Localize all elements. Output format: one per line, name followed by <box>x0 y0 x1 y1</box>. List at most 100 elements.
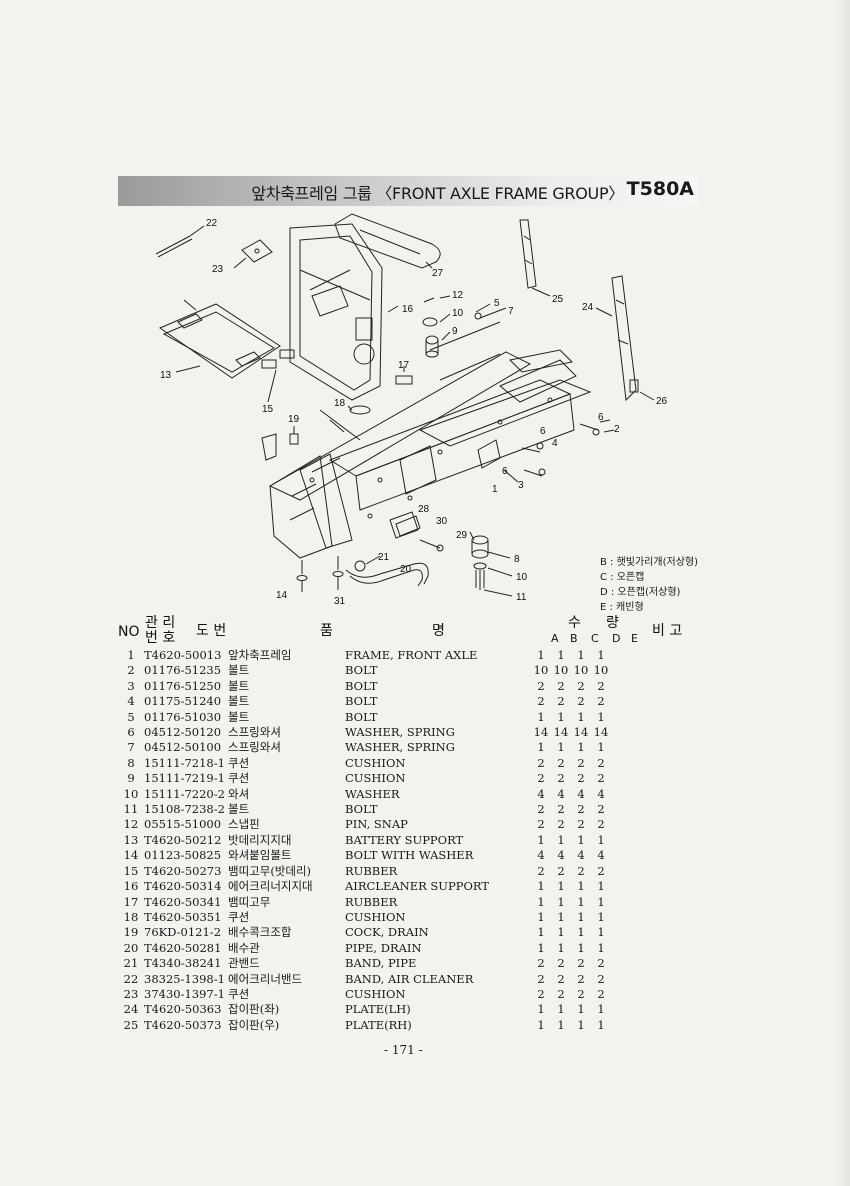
cell-korean-name: 볼트 <box>228 663 250 678</box>
header-col-c: C <box>591 632 599 645</box>
cell-qty-d: 2 <box>577 694 585 709</box>
cell-qty-c: 2 <box>557 817 565 832</box>
cell-english-name: CUSHION <box>345 755 406 770</box>
cell-qty-b: 1 <box>537 648 545 662</box>
cell-no: 1 <box>127 648 135 662</box>
cell-korean-name: 스프링와셔 <box>228 740 281 755</box>
cell-qty-e: 1 <box>597 894 605 909</box>
cell-qty-c: 1 <box>557 1002 565 1017</box>
cell-qty-d: 2 <box>577 755 585 770</box>
cell-qty-b: 1 <box>537 740 545 755</box>
cell-no: 18 <box>123 909 139 924</box>
cell-qty-e: 2 <box>597 863 605 878</box>
cell-part-number: T4620-50314 <box>144 879 222 894</box>
cell-qty-e: 2 <box>597 817 605 832</box>
part-drain-cock <box>261 426 299 461</box>
cell-no: 10 <box>123 786 139 801</box>
cell-part-number: 04512-50100 <box>144 740 222 755</box>
cell-english-name: WASHER <box>345 786 400 801</box>
callout: 30 <box>436 516 448 527</box>
header-qty-1: 수 <box>568 615 581 631</box>
callout: 26 <box>656 396 668 407</box>
cell-qty-b: 4 <box>537 786 545 801</box>
title-bar: 앞차축프레임 그룹 〈FRONT AXLE FRAME GROUP〉 T580A <box>118 176 698 206</box>
cell-korean-name: 에어크리너지지대 <box>228 879 313 894</box>
cell-qty-d: 1 <box>577 1002 585 1017</box>
cell-qty-c: 1 <box>557 648 565 662</box>
cell-qty-d: 2 <box>577 817 585 832</box>
part-aircleaner-support <box>289 223 399 401</box>
callout: 14 <box>276 590 288 601</box>
cell-no: 24 <box>123 1002 139 1017</box>
part-cushion-long <box>334 213 441 269</box>
cell-qty-c: 4 <box>557 848 565 863</box>
cell-korean-name: 쿠션 <box>228 755 250 770</box>
cell-qty-d: 1 <box>577 909 585 924</box>
cell-part-number: 38325-1398-1 <box>144 971 225 986</box>
cell-qty-c: 2 <box>557 678 565 693</box>
cell-no: 3 <box>127 678 135 693</box>
cell-no: 14 <box>123 848 139 863</box>
callout: 5 <box>494 298 500 309</box>
cell-qty-b: 2 <box>537 678 545 693</box>
cell-qty-b: 4 <box>537 848 545 863</box>
cell-korean-name: 쿠션 <box>228 986 250 1001</box>
callout: 9 <box>452 326 458 337</box>
cell-qty-b: 1 <box>537 832 545 847</box>
cell-qty-c: 2 <box>557 863 565 878</box>
cell-qty-e: 1 <box>597 879 605 894</box>
cell-part-number: 15111-7219-1 <box>144 771 225 786</box>
cell-english-name: BOLT <box>345 694 378 709</box>
cell-qty-b: 1 <box>537 879 545 894</box>
cell-qty-b: 2 <box>537 956 545 971</box>
model-legend: B : 햇빛가리개(저상형) C : 오픈캡 D : 오픈캡(저상형) E : … <box>600 555 698 615</box>
cell-korean-name: 스냅핀 <box>228 817 260 832</box>
cell-part-number: 05515-51000 <box>144 817 222 832</box>
cell-qty-e: 1 <box>597 940 605 955</box>
page-number: - 171 - <box>384 1043 423 1057</box>
cell-qty-e: 10 <box>593 663 609 678</box>
cell-korean-name: 볼트 <box>228 678 250 693</box>
cell-part-number: 04512-50120 <box>144 725 222 740</box>
cell-qty-d: 1 <box>577 925 585 940</box>
cell-qty-d: 2 <box>577 956 585 971</box>
cell-qty-b: 1 <box>537 709 545 724</box>
cell-qty-c: 2 <box>557 986 565 1001</box>
cell-qty-c: 14 <box>553 725 569 740</box>
cell-part-number: 37430-1397-1 <box>144 986 225 1001</box>
cell-korean-name: 와셔 <box>228 786 250 801</box>
cell-english-name: AIRCLEANER SUPPORT <box>345 879 490 894</box>
cell-korean-name: 앞차축프레임 <box>228 648 292 662</box>
cell-no: 19 <box>123 925 139 940</box>
cell-qty-e: 2 <box>597 802 605 817</box>
cell-qty-c: 1 <box>557 925 565 940</box>
cell-qty-b: 2 <box>537 817 545 832</box>
callout: 27 <box>432 268 444 279</box>
cell-part-number: 01176-51030 <box>144 709 222 724</box>
callout: 24 <box>582 302 594 313</box>
callout: 28 <box>418 504 430 515</box>
callout: 18 <box>334 398 346 409</box>
cell-english-name: CUSHION <box>345 771 406 786</box>
cell-qty-d: 1 <box>577 648 585 662</box>
cell-qty-c: 2 <box>557 802 565 817</box>
cell-qty-d: 2 <box>577 678 585 693</box>
part-bolt-with-washer <box>296 556 344 592</box>
cell-qty-d: 10 <box>573 663 589 678</box>
header-part-name-2: 명 <box>432 623 445 639</box>
part-drain-pipe <box>345 555 429 587</box>
cell-english-name: BOLT <box>345 802 378 817</box>
cell-qty-b: 1 <box>537 1017 545 1032</box>
